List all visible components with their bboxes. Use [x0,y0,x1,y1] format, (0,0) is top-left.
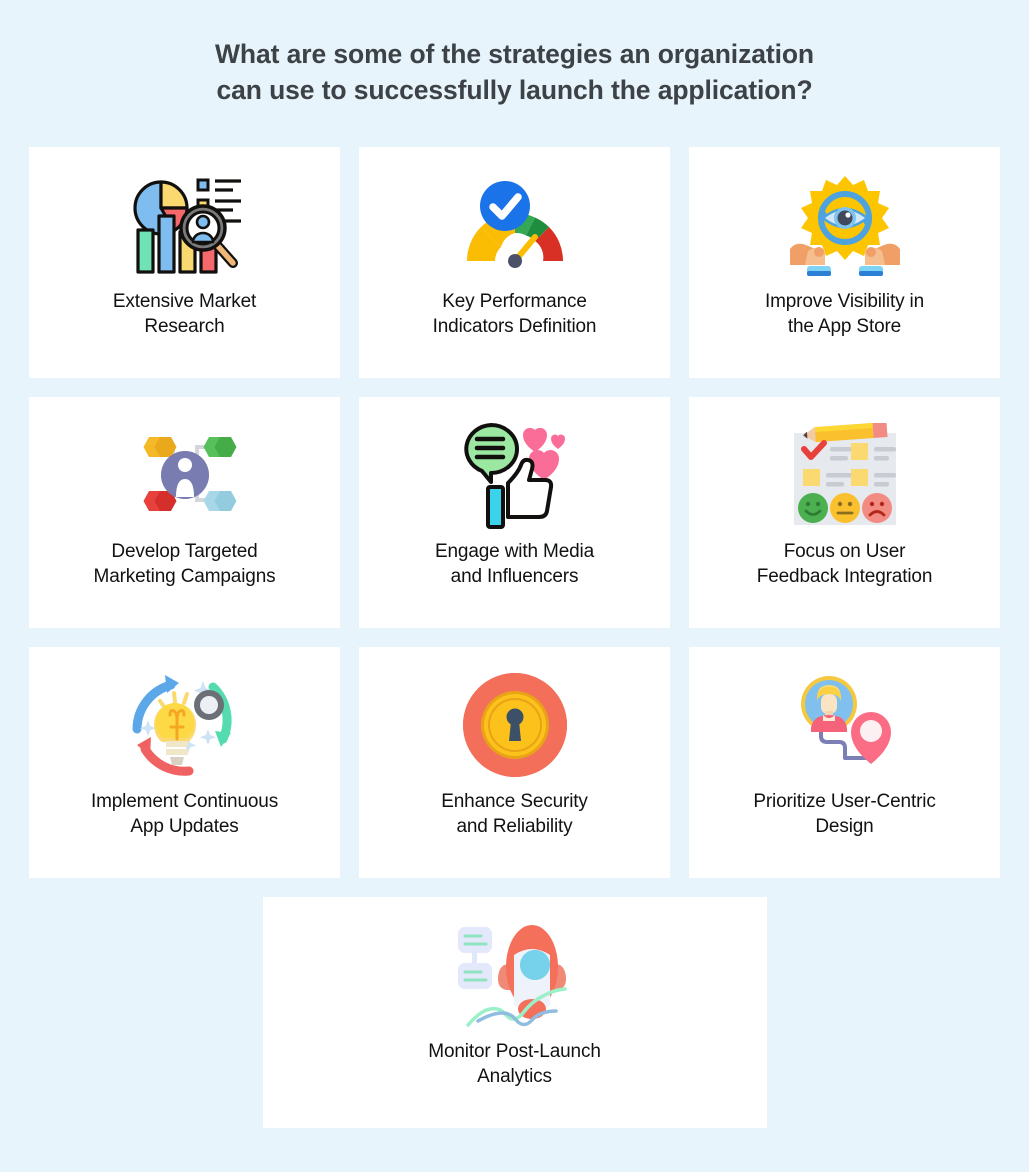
card-label-line-1: Extensive Market [112,291,257,312]
feedback-survey-icon [689,411,1000,539]
card-label: Implement Continuous App Updates [77,789,292,839]
card-label: Extensive Market Research [99,289,270,339]
strategy-card[interactable]: Develop Targeted Marketing Campaigns [29,397,340,628]
card-label-line-2: Marketing Campaigns [93,566,276,588]
strategy-card[interactable]: Monitor Post-Launch Analytics [262,897,767,1128]
social-engagement-icon [359,411,670,539]
card-label-line-2: Design [815,816,874,838]
rocket-analytics-icon [263,911,767,1039]
card-label: Prioritize User-Centric Design [739,789,949,839]
card-label: Enhance Security and Reliability [427,789,602,839]
card-label-line-1: Monitor Post-Launch [428,1041,601,1062]
card-label-line-2: App Updates [130,816,239,838]
card-row-2: Develop Targeted Marketing Campaigns [29,397,1000,628]
strategy-card[interactable]: Focus on User Feedback Integration [689,397,1000,628]
card-label-line-1: Enhance Security [441,791,588,812]
card-label: Improve Visibility in the App Store [751,289,938,339]
card-row-3: Implement Continuous App Updates [29,647,1000,878]
card-label-line-2: Indicators Definition [432,316,597,338]
strategy-card[interactable]: Implement Continuous App Updates [29,647,340,878]
card-label-line-1: Focus on User [783,541,906,562]
strategy-card[interactable]: Key Performance Indicators Definition [359,147,670,378]
strategy-card[interactable]: Prioritize User-Centric Design [689,647,1000,878]
card-label: Develop Targeted Marketing Campaigns [80,539,290,589]
strategy-card-grid: Extensive Market Research [29,147,1000,1147]
card-label-line-2: Feedback Integration [756,566,933,588]
strategy-card[interactable]: Engage with Media and Influencers [359,397,670,628]
card-row-1: Extensive Market Research [29,147,1000,378]
card-label-line-2: and Reliability [456,816,573,838]
card-label-line-1: Key Performance [442,291,587,312]
page-title-line-2: can use to successfully launch the appli… [216,75,813,106]
user-journey-pin-icon [689,661,1000,789]
network-targeting-icon [29,411,340,539]
card-label: Key Performance Indicators Definition [419,289,611,339]
card-label-line-2: and Influencers [450,566,579,588]
card-label-line-1: Engage with Media [434,541,595,562]
strategy-card[interactable]: Improve Visibility in the App Store [689,147,1000,378]
page-title: What are some of the strategies an organ… [0,36,1029,108]
card-label-line-1: Improve Visibility in [764,291,925,312]
card-label-line-1: Develop Targeted [111,541,258,562]
strategy-card[interactable]: Extensive Market Research [29,147,340,378]
market-research-icon [29,161,340,289]
card-label-line-2: Research [144,316,225,338]
continuous-update-bulb-icon [29,661,340,789]
card-label-line-2: the App Store [787,316,902,338]
card-row-4: Monitor Post-Launch Analytics [29,897,1000,1128]
card-label: Focus on User Feedback Integration [743,539,947,589]
card-label: Engage with Media and Influencers [421,539,608,589]
card-label-line-1: Implement Continuous [90,791,279,812]
card-label-line-1: Prioritize User-Centric [753,791,936,812]
security-lock-icon [359,661,670,789]
page-title-line-1: What are some of the strategies an organ… [214,39,815,69]
gear-eye-hands-icon [689,161,1000,289]
strategy-card[interactable]: Enhance Security and Reliability [359,647,670,878]
performance-gauge-icon [359,161,670,289]
card-label: Monitor Post-Launch Analytics [414,1039,614,1089]
card-label-line-2: Analytics [477,1066,552,1088]
